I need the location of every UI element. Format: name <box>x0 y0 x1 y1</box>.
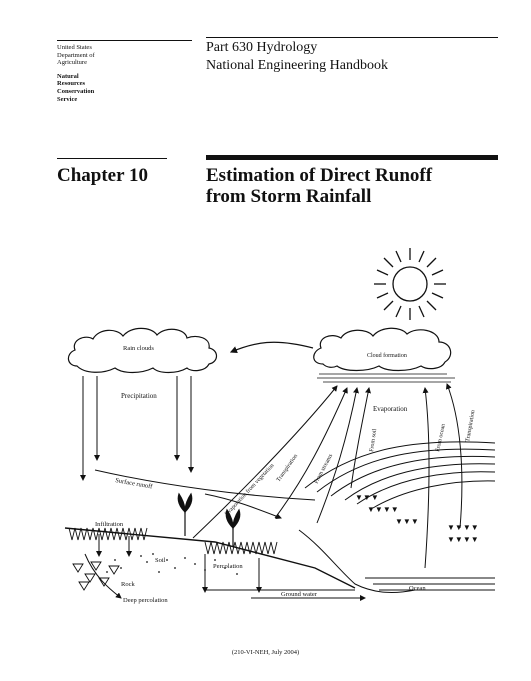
svg-text:▼▼▼▼: ▼▼▼▼ <box>367 505 399 514</box>
agency-block: United States Department of Agriculture … <box>57 40 192 103</box>
from-soil-label: From soil <box>369 428 378 452</box>
service-line-2: Resources <box>57 80 86 88</box>
rain-cloud-shape <box>67 327 218 374</box>
rock-icon <box>72 561 120 591</box>
from-streams-label: From streams <box>313 453 334 485</box>
svg-text:▼▼▼▼: ▼▼▼▼ <box>447 523 479 532</box>
from-ocean-label: From ocean <box>435 423 447 452</box>
ocean-label: Ocean <box>409 585 426 592</box>
rock-label: Rock <box>121 581 135 588</box>
cloud-formation-shape <box>313 327 452 372</box>
agency-line-3: Agriculture <box>57 59 87 67</box>
service-line-4: Service <box>57 95 78 103</box>
evaporation-from-vegetation-label: Evaporation from vegetation <box>223 462 275 517</box>
evaporation-label: Evaporation <box>373 405 408 413</box>
chapter-rule-thick <box>206 155 498 160</box>
service-line-1: Natural <box>57 72 79 80</box>
handbook-title: National Engineering Handbook <box>206 58 388 73</box>
chapter-title-line-2: from Storm Rainfall <box>206 186 372 207</box>
chapter-rule-thin <box>57 158 167 159</box>
page-footer: (210-VI-NEH, July 2004) <box>231 649 300 656</box>
transpiration-right-label: Transpiration <box>465 410 476 443</box>
agency-line-1: United States <box>57 44 92 51</box>
svg-text:▼▼▼: ▼▼▼ <box>355 493 379 502</box>
transpiration-label: Transpiration <box>276 453 299 483</box>
infiltration-label: Infiltration <box>95 521 124 528</box>
vegetation-icon: ▼▼▼ ▼▼▼▼ ▼▼▼ ▼▼▼▼ ▼▼▼▼ <box>355 493 479 544</box>
percolation-label: Percolation <box>213 563 243 570</box>
rain-clouds-label: Rain clouds <box>123 345 154 352</box>
service-line-3: Conservation <box>57 87 95 95</box>
deep-percolation-label: Deep percolation <box>123 597 168 604</box>
chapter-title: Estimation of Direct Runoff from Storm R… <box>206 165 506 207</box>
chapter-label: Chapter 10 <box>57 165 148 186</box>
soil-label: Soil <box>155 557 166 564</box>
sun-icon <box>374 248 446 320</box>
chapter-title-line-1: Estimation of Direct Runoff <box>206 165 433 186</box>
cloud-formation-label: Cloud formation <box>367 352 407 359</box>
agency-line-2: Department of <box>57 51 95 59</box>
ground-water-label: Ground water <box>281 591 318 598</box>
hydrologic-cycle-diagram: Rain clouds Cloud formation Precipitatio… <box>64 248 495 604</box>
agency-rule <box>57 40 192 41</box>
svg-text:▼▼▼▼: ▼▼▼▼ <box>447 535 479 544</box>
precipitation-label: Precipitation <box>121 392 157 400</box>
surface-runoff-label: Surface runoff <box>115 477 154 491</box>
svg-text:▼▼▼: ▼▼▼ <box>395 517 419 526</box>
plant-icon <box>177 492 241 546</box>
part-heading: Part 630 Hydrology National Engineering … <box>206 39 388 75</box>
part-title: Part 630 Hydrology <box>206 40 318 55</box>
part-rule <box>206 37 498 38</box>
